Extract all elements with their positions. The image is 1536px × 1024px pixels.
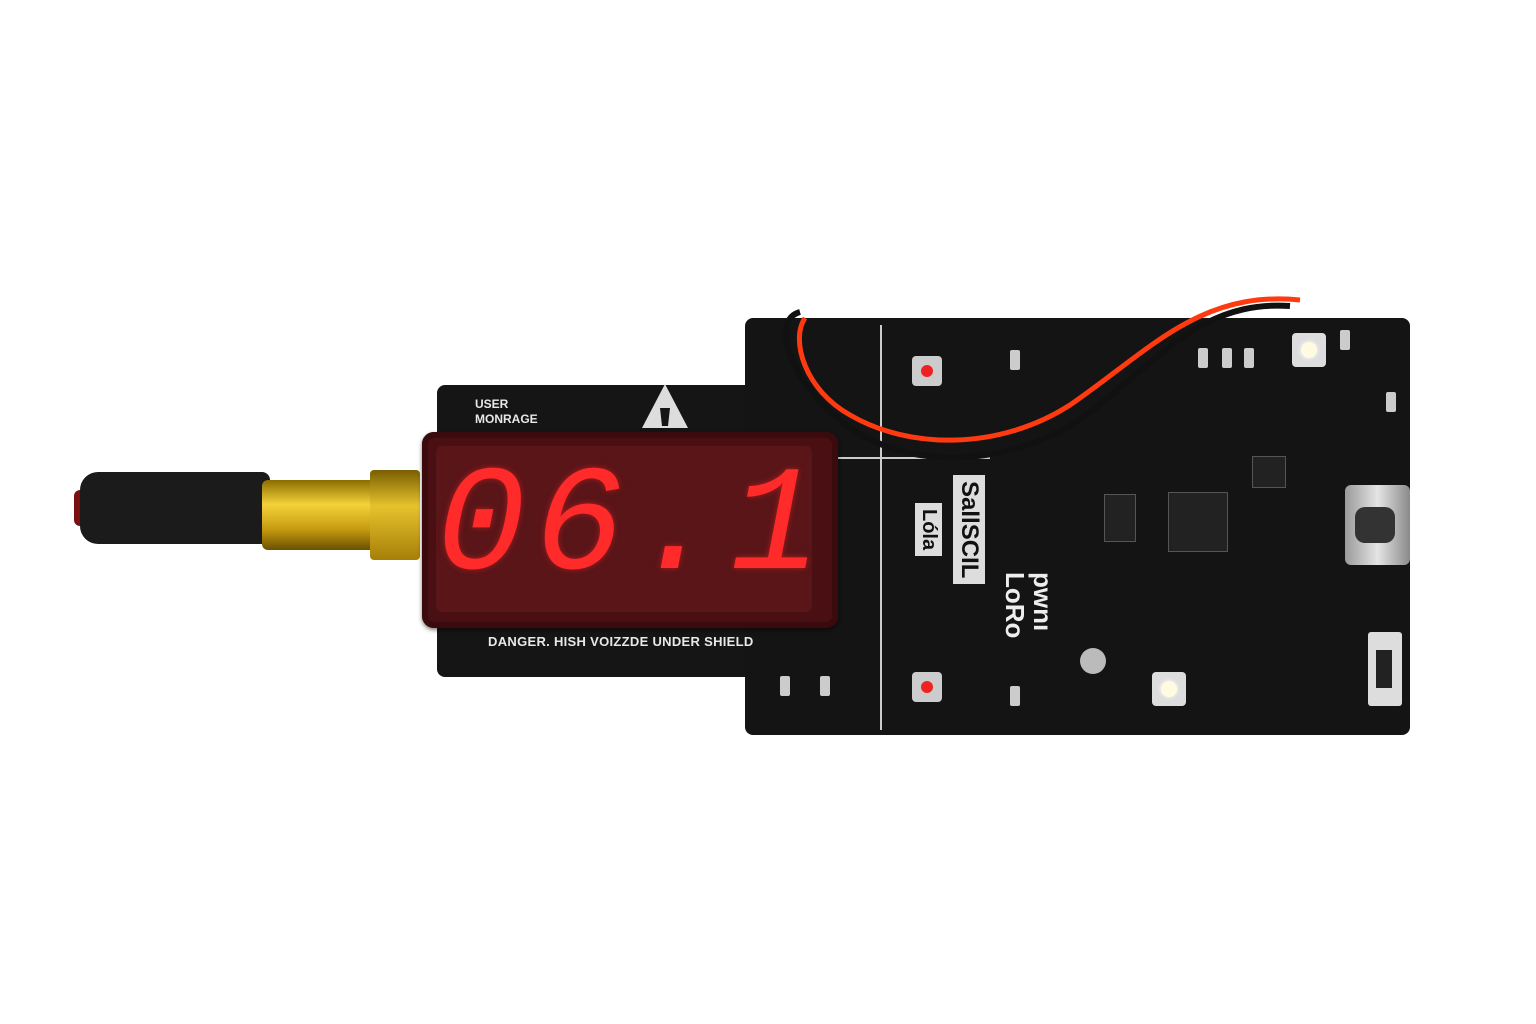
silkscreen-divider [880, 325, 882, 730]
microcontroller-chip [1168, 492, 1228, 552]
usb-c-port[interactable] [1345, 485, 1410, 565]
display-window: 06.1 [436, 446, 812, 612]
led-top [1292, 333, 1326, 367]
red-wire [796, 296, 1301, 443]
slide-switch[interactable] [1368, 632, 1402, 706]
seven-segment-display: 06.1 [422, 432, 838, 628]
user-label-line1: USER [475, 397, 509, 411]
silkscreen-line [835, 457, 990, 459]
led-bottom [1152, 672, 1186, 706]
user-label: USER MONRAGE [475, 397, 538, 427]
antenna [80, 472, 270, 544]
display-value: 06.1 [436, 446, 812, 612]
smd-component [1010, 350, 1020, 370]
smd-component [1010, 686, 1020, 706]
smd-component [780, 676, 790, 696]
tactile-button-top[interactable] [912, 356, 942, 386]
ic-chip [1104, 494, 1136, 542]
usb-c-opening [1355, 507, 1395, 543]
smd-component [820, 676, 830, 696]
warning-label: DANGER. HISH VOIZZDE UNDER SHIELD [488, 634, 754, 649]
ic-chip-small [1252, 456, 1286, 488]
smd-component [1244, 348, 1254, 368]
smd-component [1222, 348, 1232, 368]
tactile-button-bottom[interactable] [912, 672, 942, 702]
mounting-pad [1080, 648, 1106, 674]
smd-component [1198, 348, 1208, 368]
smd-component [1340, 330, 1350, 350]
pcb-main-section [745, 318, 1410, 735]
black-wire [782, 302, 1291, 461]
smd-component [1386, 392, 1396, 412]
sma-nut [370, 470, 420, 560]
esd-warning-icon [642, 384, 688, 428]
user-label-line2: MONRAGE [475, 412, 538, 426]
